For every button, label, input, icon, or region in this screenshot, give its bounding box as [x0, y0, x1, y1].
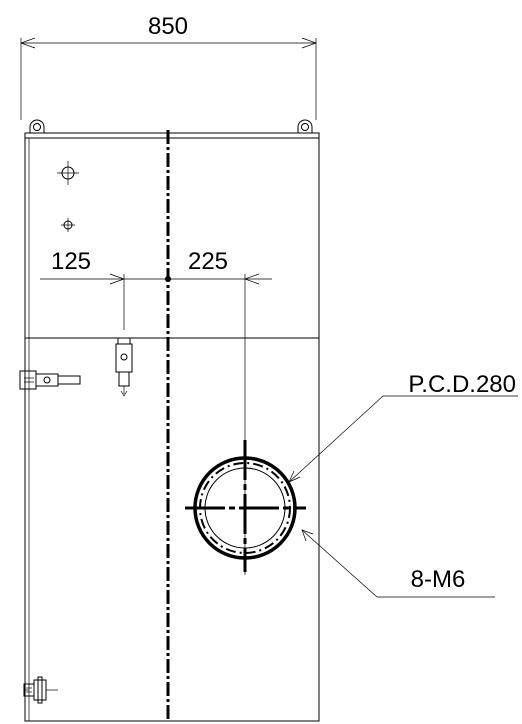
left-offset-label: 125: [51, 248, 91, 275]
offset-dimensions: 125 225: [40, 248, 272, 575]
cabinet-body: [24, 132, 320, 722]
hole-large: [57, 161, 79, 185]
overall-width-dimension: 850: [19, 13, 318, 120]
lifting-eye-left: [29, 119, 45, 133]
valve-icon: [115, 337, 133, 397]
bottom-latch-icon: [23, 676, 58, 704]
door-latch-icon: [19, 370, 81, 390]
hole-small: [61, 218, 75, 232]
flange-opening: [185, 440, 306, 572]
overall-width-label: 850: [148, 13, 188, 40]
bolt-callout: 8-M6: [301, 529, 495, 598]
pcd-label: P.C.D.280: [408, 371, 516, 398]
pcd-callout: P.C.D.280: [288, 371, 518, 483]
center-offset-label: 225: [188, 248, 228, 275]
bolt-label: 8-M6: [411, 566, 466, 593]
lifting-eye-right: [297, 119, 313, 133]
